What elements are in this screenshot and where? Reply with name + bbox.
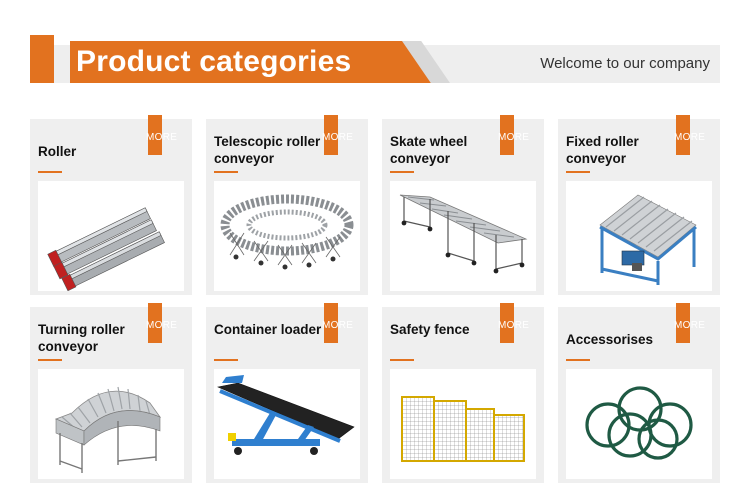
title-underline <box>566 171 590 173</box>
category-name[interactable]: Skate wheel conveyor <box>390 134 468 166</box>
category-card-accessorises[interactable]: Accessorises MORE <box>558 303 720 483</box>
o-ring-accessories-icon <box>585 386 693 460</box>
banner-title-plate <box>70 41 435 83</box>
category-card-telescopic-roller-conveyor[interactable]: Telescopic roller conveyor MORE <box>206 115 368 295</box>
more-button[interactable]: MORE <box>498 115 529 155</box>
welcome-text: Welcome to our company <box>540 55 710 72</box>
product-image[interactable] <box>38 181 184 291</box>
safety-fence-icon <box>401 396 525 462</box>
title-underline <box>214 171 238 173</box>
product-image[interactable] <box>390 369 536 479</box>
product-image[interactable] <box>566 181 712 291</box>
category-card-skate-wheel-conveyor[interactable]: Skate wheel conveyor MORE <box>382 115 544 295</box>
category-name[interactable]: Turning roller conveyor <box>38 322 125 354</box>
category-name[interactable]: Safety fence <box>390 322 470 337</box>
telescopic-conveyor-icon <box>220 194 354 270</box>
more-button[interactable]: MORE <box>674 303 705 343</box>
category-name[interactable]: Accessorises <box>566 332 654 347</box>
category-card-turning-roller-conveyor[interactable]: Turning roller conveyor MORE <box>30 303 192 483</box>
fixed-roller-conveyor-icon <box>599 194 697 285</box>
title-underline <box>38 171 62 173</box>
more-button[interactable]: MORE <box>146 115 177 155</box>
title-underline <box>390 359 414 361</box>
category-name[interactable]: Fixed roller conveyor <box>566 134 639 166</box>
product-image[interactable] <box>38 369 184 479</box>
more-button[interactable]: MORE <box>146 303 177 343</box>
product-image[interactable] <box>390 181 536 291</box>
container-loader-icon <box>217 375 355 455</box>
more-button[interactable]: MORE <box>322 303 353 343</box>
category-card-container-loader[interactable]: Container loader MORE <box>206 303 368 483</box>
product-image[interactable] <box>566 369 712 479</box>
more-button[interactable]: MORE <box>498 303 529 343</box>
category-name[interactable]: Container loader <box>214 322 322 337</box>
product-image[interactable] <box>214 369 360 479</box>
category-card-roller[interactable]: Roller MORE <box>30 115 192 295</box>
more-button[interactable]: MORE <box>322 115 353 155</box>
product-image[interactable] <box>214 181 360 291</box>
category-card-fixed-roller-conveyor[interactable]: Fixed roller conveyor MORE <box>558 115 720 295</box>
category-card-safety-fence[interactable]: Safety fence MORE <box>382 303 544 483</box>
banner-accent-tab <box>30 35 54 83</box>
title-underline <box>214 359 238 361</box>
title-underline <box>390 171 414 173</box>
header-banner: Product categories Welcome to our compan… <box>30 35 720 85</box>
category-name[interactable]: Telescopic roller conveyor <box>214 134 321 166</box>
category-name[interactable]: Roller <box>38 144 77 159</box>
steel-rollers-icon <box>47 207 165 291</box>
page-title: Product categories <box>76 45 352 78</box>
skate-wheel-conveyor-icon <box>399 194 528 274</box>
title-underline <box>566 359 590 361</box>
title-underline <box>38 359 62 361</box>
turning-roller-conveyor-icon <box>54 386 162 473</box>
more-button[interactable]: MORE <box>674 115 705 155</box>
